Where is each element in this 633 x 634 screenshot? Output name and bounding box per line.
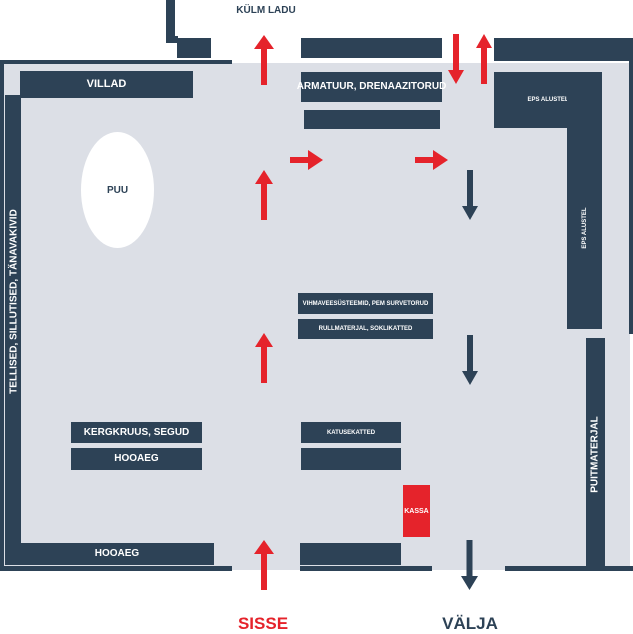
cold-storage-out-arrow <box>476 34 492 84</box>
exit-flow-arrow-2 <box>462 335 478 385</box>
entrance-arrow-top <box>254 35 274 85</box>
wall-bottom-right <box>505 566 633 571</box>
zone-hooaeg-mid: HOOAEG <box>71 448 202 470</box>
zone-hooaeg-bottom: HOOAEG <box>20 543 214 565</box>
entrance-label: SISSE <box>237 614 289 633</box>
zone-villad: VILLAD <box>20 71 193 98</box>
flow-arrow-right-2 <box>415 150 448 170</box>
entrance-arrow-bottom <box>254 540 274 590</box>
flow-arrow-middle <box>255 333 273 383</box>
outer-wall-segment <box>166 0 175 42</box>
exit-arrow-bottom <box>461 540 478 590</box>
zone-armatuur: ARMATUUR, DRENAAZITORUD <box>297 72 446 102</box>
exit-label: VÄLJA <box>442 614 498 633</box>
zone-left-wall: TELLISED, SILLUTISED, TÄNAVAKIVID <box>8 209 20 394</box>
eps-side-shelf <box>567 72 602 329</box>
right-wall-shelf <box>586 338 605 570</box>
zone-kergkruus: KERGKRUUS, SEGUD <box>71 422 202 443</box>
outer-wall-segment <box>301 38 442 58</box>
zone-eps-side: EPS ALUSTEL <box>582 207 588 249</box>
shelf-under-armatuur <box>304 110 440 129</box>
wall-bottom-left <box>0 566 232 571</box>
cold-storage-in-arrow <box>448 34 464 84</box>
left-wall-shelf <box>5 95 21 565</box>
exit-flow-arrow-1 <box>462 170 478 220</box>
outer-wall-segment <box>166 36 178 43</box>
shelf-near-exit <box>300 543 401 565</box>
wall-bottom-middle <box>300 566 432 571</box>
wall-left <box>0 60 4 570</box>
kassa: KASSA <box>403 485 430 537</box>
cold-storage-label: KÜLM LADU <box>236 5 296 16</box>
zone-vihmavee: VIHMAVEESÜSTEEMID, PEM SURVETORUD <box>298 293 433 314</box>
flow-arrow-right-1 <box>290 150 323 170</box>
outer-wall-segment <box>177 38 211 58</box>
outer-wall-segment <box>494 38 633 58</box>
shelf-under-katusekatted <box>301 448 401 470</box>
zone-rullmaterjal: RULLMATERJAL, SOKLIKATTED <box>298 319 433 339</box>
wall-top-right <box>494 57 633 61</box>
wall-right <box>629 57 633 334</box>
wall-top-left <box>0 60 232 64</box>
zone-puumaterjal: PUITMATERJAL <box>589 416 601 493</box>
tree: PUU <box>81 132 154 248</box>
zone-katusekatted: KATUSEKATTED <box>301 422 401 443</box>
sales-floor <box>4 63 630 570</box>
flow-arrow-upper <box>255 170 273 220</box>
